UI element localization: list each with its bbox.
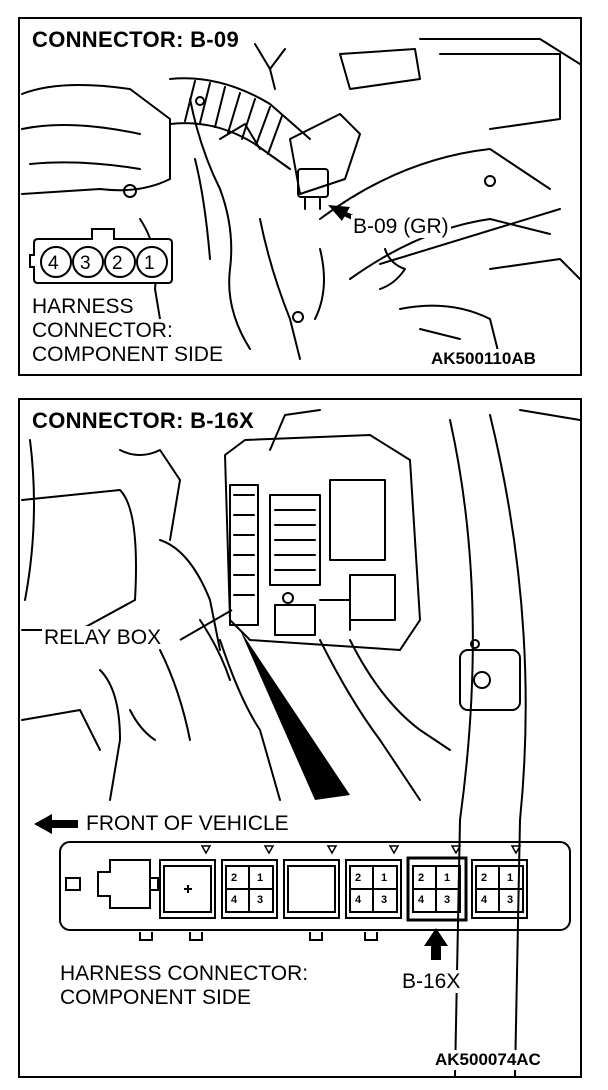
relay-box-label: RELAY BOX	[42, 626, 164, 649]
slot6-pin-2: 2	[481, 872, 488, 884]
slot5-pin-4: 4	[418, 894, 425, 906]
slot5-pin-3: 3	[444, 894, 451, 906]
slot4-pin-1: 1	[381, 872, 388, 884]
connector-b16x-panel: CONNECTOR: B-16X RELAY BOX FRONT OF VEHI…	[18, 398, 582, 1078]
slot2-pin-1: 1	[257, 872, 264, 884]
b09-callout-label: B-09 (GR)	[351, 215, 451, 238]
pin-4-label: 4	[48, 253, 59, 274]
panel-title: CONNECTOR: B-09	[30, 27, 242, 53]
engine-bay-illustration	[21, 38, 580, 360]
slot2-pin-3: 3	[257, 894, 264, 906]
relay-box-illustration	[21, 409, 580, 1076]
slot2-pin-2: 2	[231, 872, 238, 884]
slot4-pin-4: 4	[355, 894, 362, 906]
harness-label-line1: HARNESS CONNECTOR:	[58, 962, 311, 985]
b16x-callout-label: B-16X	[400, 970, 463, 993]
figure-code: AK500074AC	[434, 1050, 542, 1070]
front-of-vehicle-label: FRONT OF VEHICLE	[84, 812, 291, 835]
slot4-pin-3: 3	[381, 894, 388, 906]
slot6-pin-1: 1	[507, 872, 514, 884]
harness-label-line2: CONNECTOR:	[30, 319, 175, 342]
slot5-pin-2: 2	[418, 872, 425, 884]
pin-3-label: 3	[80, 253, 91, 274]
slot6-pin-3: 3	[507, 894, 514, 906]
panel-title: CONNECTOR: B-16X	[30, 408, 256, 434]
pin-2-label: 2	[112, 253, 123, 274]
connector-b09-panel: CONNECTOR: B-09 B-09 (GR) 4 3 2 1 HARNES…	[18, 17, 582, 376]
slot2-pin-4: 4	[231, 894, 238, 906]
slot6-pin-4: 4	[481, 894, 488, 906]
harness-label-line2: COMPONENT SIDE	[58, 986, 253, 1009]
pin-1-label: 1	[144, 253, 155, 274]
harness-label-line3: COMPONENT SIDE	[30, 343, 225, 366]
figure-code: AK500110AB	[430, 349, 537, 369]
harness-label-line1: HARNESS	[30, 295, 136, 318]
slot4-pin-2: 2	[355, 872, 362, 884]
slot5-pin-1: 1	[444, 872, 451, 884]
